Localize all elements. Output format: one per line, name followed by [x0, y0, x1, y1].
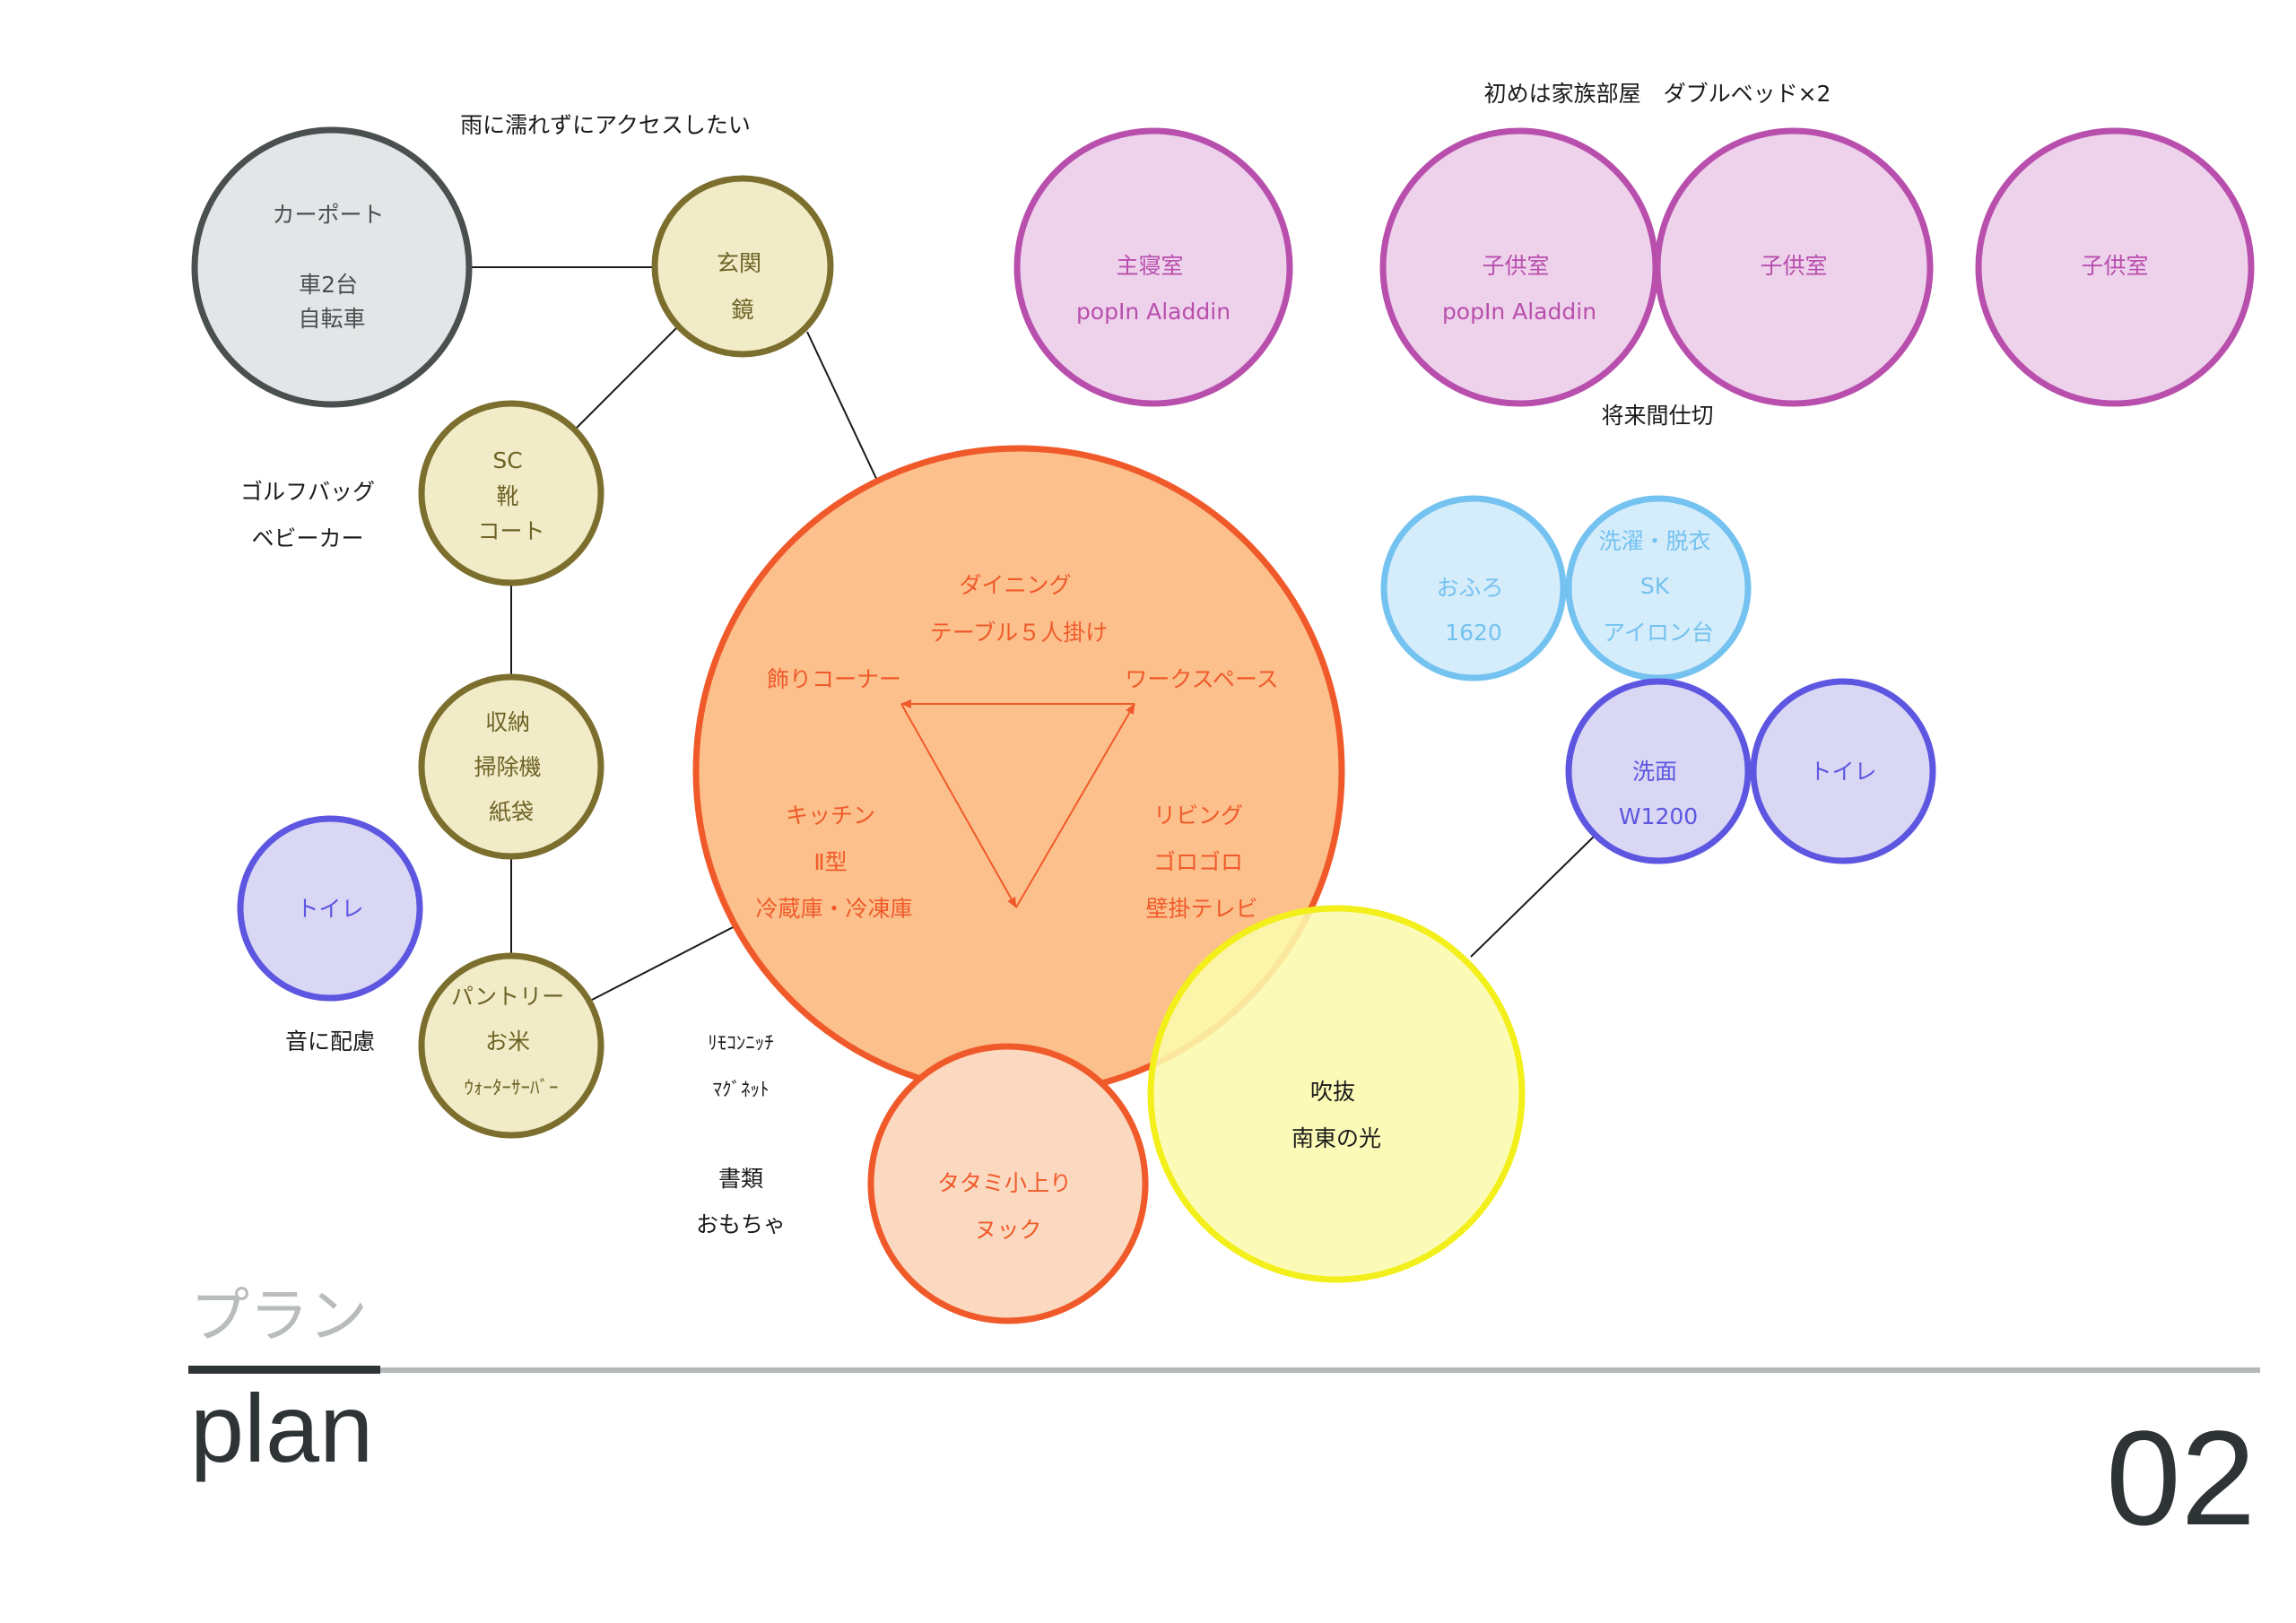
- svg-text:洗濯・脱衣 SK アイロン台: 洗濯・脱衣 SK アイロン台: [1599, 528, 1718, 646]
- carport-bicycle: 自転車: [298, 306, 365, 332]
- note-remote-niche: ﾘﾓｺﾝﾆｯﾁ: [708, 1032, 774, 1054]
- svg-text:洗面 W1200: 洗面 W1200: [1619, 759, 1698, 829]
- footer-kana: プラン: [190, 1281, 368, 1350]
- living-label: リビング: [1153, 803, 1243, 829]
- note-future-partition: 将来間仕切: [1601, 403, 1713, 429]
- note-rain-access: 雨に濡れずにアクセスしたい: [460, 112, 751, 138]
- line-genkan-sc: [573, 326, 678, 431]
- circulation-triangle: [900, 699, 1135, 908]
- footer-rule-accent: [188, 1366, 380, 1374]
- shoe-closet-bubble: SC 靴 コート: [418, 400, 604, 586]
- svg-text:トイレ: トイレ: [1809, 759, 1876, 785]
- bath-bubble: おふろ 1620: [1380, 495, 1567, 681]
- workspace-label: ワークスペース: [1125, 666, 1278, 692]
- svg-text:リビング ゴロゴロ 壁掛テレビ: リビング ゴロゴロ 壁掛テレビ: [1145, 803, 1257, 922]
- footer: プラン plan 02: [188, 1281, 2260, 1553]
- footer-title: plan: [190, 1374, 373, 1482]
- svg-text:SC 靴 コート: SC 靴 コート: [477, 447, 544, 544]
- svg-text:玄関 鏡: 玄関 鏡: [717, 250, 769, 323]
- genkan-label: 玄関: [717, 250, 761, 276]
- carport-label: カーポート: [273, 202, 385, 228]
- kitchen-label: キッチン: [786, 803, 875, 829]
- svg-text:パントリー お米 ｳｫｰﾀｰｻｰﾊﾞ: パントリー お米 ｳｫｰﾀｰｻｰﾊﾞｰ: [451, 984, 571, 1098]
- svg-text:子供室 popIn Aladdin: 子供室 popIn Aladdin: [1442, 253, 1596, 325]
- kids-room-3-bubble: 子供室: [1975, 127, 2255, 407]
- svg-text:カーポート 車2台 自: カーポート 車2台 自転車: [273, 202, 392, 332]
- connectors: [466, 266, 1596, 1001]
- carport-bubble: カーポート 車2台 自転車: [191, 126, 473, 408]
- kids-room-1-bubble: 子供室 popIn Aladdin: [1379, 127, 1659, 407]
- svg-text:子供室: 子供室: [1760, 253, 1827, 279]
- line-pantry-ldk: [591, 923, 741, 1001]
- note-stroller: ベビーカー: [251, 525, 363, 551]
- note-toys: おもちゃ: [696, 1211, 786, 1237]
- dining-table: テーブル５人掛け: [930, 620, 1109, 646]
- atrium-bubble: 吹抜 南東の光: [1147, 905, 1526, 1283]
- note-golf-bag: ゴルフバッグ: [240, 479, 375, 505]
- svg-text:キッチン Ⅱ型 冷蔵庫・冷凍庫: キッチン Ⅱ型 冷蔵庫・冷凍庫: [755, 803, 912, 922]
- carport-cars: 車2台: [299, 272, 358, 298]
- note-family-room: 初めは家族部屋 ダブルベッド×2: [1484, 81, 1831, 107]
- decor-corner-label: 飾りコーナー: [767, 666, 901, 692]
- note-papers: 書類: [718, 1166, 763, 1192]
- annotations: 雨に濡れずにアクセスしたい 初めは家族部屋 ダブルベッド×2 将来間仕切 ゴルフ…: [240, 81, 1831, 1237]
- svg-text:おふろ 1620: おふろ 1620: [1437, 575, 1511, 646]
- tatami-nook-bubble: タタミ小上り ヌック: [867, 1043, 1149, 1324]
- note-magnet: ﾏｸﾞﾈｯﾄ: [713, 1079, 770, 1100]
- svg-text:子供室: 子供室: [2081, 253, 2148, 279]
- dining-label: ダイニング: [960, 572, 1072, 598]
- toilet-left-bubble: トイレ: [237, 815, 423, 1002]
- pantry-bubble: パントリー お米 ｳｫｰﾀｰｻｰﾊﾞｰ: [418, 952, 604, 1139]
- line-atrium-washroom: [1470, 835, 1596, 958]
- svg-text:収納 掃除機 紙袋: 収納 掃除機 紙袋: [474, 709, 549, 825]
- svg-text:タタミ小上り ヌック: タタミ小上り ヌック: [937, 1170, 1079, 1243]
- ldk-bubble: ダイニング テーブル５人掛け 飾りコーナー ワークスペース キッチン Ⅱ型 冷蔵…: [692, 445, 1345, 1098]
- washroom-bubble: 洗面 W1200: [1565, 678, 1752, 864]
- svg-text:ダイニング テーブル５人掛け: ダイニング テーブル５人掛け: [930, 572, 1109, 646]
- svg-text:主寝室 popIn Aladdin: 主寝室 popIn Aladdin: [1076, 253, 1231, 325]
- master-bedroom-bubble: 主寝室 popIn Aladdin: [1013, 127, 1293, 407]
- mirror-label: 鏡: [731, 297, 753, 323]
- footer-rule: [188, 1367, 2260, 1373]
- line-genkan-ldk: [806, 331, 880, 485]
- laundry-bubble: 洗濯・脱衣 SK アイロン台: [1565, 495, 1752, 681]
- svg-text:吹抜 南東の光: 吹抜 南東の光: [1292, 1079, 1381, 1151]
- page-number: 02: [2106, 1402, 2256, 1553]
- genkan-bubble: 玄関 鏡: [651, 175, 834, 358]
- toilet-right-bubble: トイレ: [1750, 678, 1936, 864]
- note-sound: 音に配慮: [285, 1028, 375, 1055]
- storage-bubble: 収納 掃除機 紙袋: [418, 673, 604, 860]
- svg-text:トイレ: トイレ: [296, 896, 363, 922]
- kids-room-2-bubble: 子供室: [1654, 127, 1934, 407]
